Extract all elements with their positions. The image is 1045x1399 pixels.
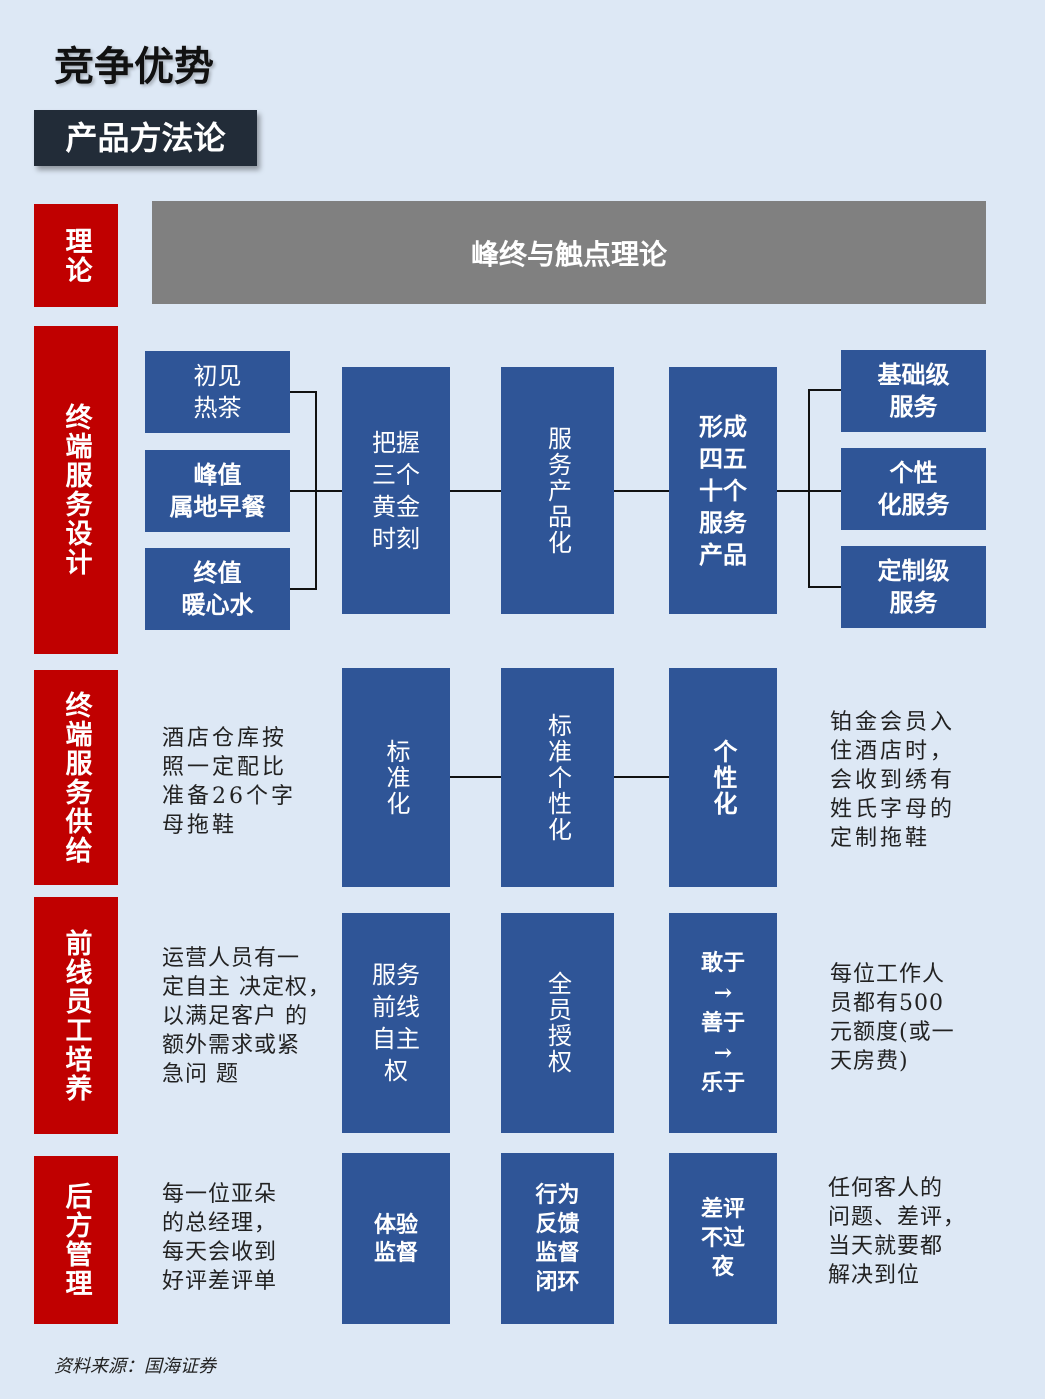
training-right-note: 每位工作人 员都有500 元额度(或一 天房费)	[830, 962, 955, 1074]
connector	[808, 490, 841, 492]
connector	[614, 490, 669, 492]
management-step-3: 差评 不过 夜	[669, 1153, 777, 1324]
design-step-1: 把握 三个 黄金 时刻	[342, 367, 450, 614]
supply-left-note: 酒店仓库按 照一定配比 准备26个字 母拖鞋	[162, 726, 296, 838]
connector	[614, 776, 669, 778]
design-right-item-3: 定制级 服务	[841, 546, 986, 628]
page-title: 竞争优势	[54, 43, 214, 90]
row-label-terminal-supply: 终端服务供给	[34, 670, 118, 885]
supply-step-3: 个性化	[669, 668, 777, 887]
supply-step-1: 标准化	[342, 668, 450, 887]
management-right-note: 任何客人的 问题、差评， 当天就要都 解决到位	[828, 1176, 967, 1288]
management-step-1: 体验 监督	[342, 1153, 450, 1324]
connector	[290, 490, 316, 492]
connector	[808, 586, 841, 588]
management-left-note: 每一位亚朵 的总经理， 每天会收到 好评差评单	[162, 1182, 278, 1294]
source-footer: 资料来源：国海证券	[54, 1356, 216, 1377]
management-step-2: 行为 反馈 监督 闭环	[501, 1153, 614, 1324]
connector	[450, 776, 501, 778]
supply-step-2: 标准个性化	[501, 668, 614, 887]
design-left-item-1: 初见 热茶	[145, 351, 290, 433]
design-step-2: 服务产品化	[501, 367, 614, 614]
connector	[290, 391, 316, 393]
subtitle-badge: 产品方法论	[34, 110, 257, 166]
training-step-2: 全员授权	[501, 913, 614, 1133]
connector	[777, 490, 809, 492]
connector	[290, 588, 316, 590]
row-label-staff-training: 前线员工培养	[34, 897, 118, 1134]
design-right-item-1: 基础级 服务	[841, 350, 986, 432]
training-step-3: 敢于 → 善于 → 乐于	[669, 913, 777, 1133]
supply-right-note: 铂金会员入 住酒店时， 会收到绣有 姓氏字母的 定制拖鞋	[830, 710, 956, 851]
row-label-back-management: 后方管理	[34, 1156, 118, 1324]
connector	[808, 389, 841, 391]
connector	[316, 490, 342, 492]
connector	[450, 490, 501, 492]
theory-bar: 峰终与触点理论	[152, 201, 986, 304]
design-left-item-3: 终值 暖心水	[145, 548, 290, 630]
training-left-note: 运营人员有一 定自主 决定权， 以满足客户 的 额外需求或紧 急问 题	[162, 946, 331, 1087]
training-step-1: 服务 前线 自主 权	[342, 913, 450, 1133]
row-label-terminal-design: 终端服务设计	[34, 326, 118, 654]
design-step-3: 形成 四五 十个 服务 产品	[669, 367, 777, 614]
row-label-theory: 理论	[34, 204, 118, 307]
connector	[808, 389, 810, 587]
design-right-item-2: 个性 化服务	[841, 448, 986, 530]
design-left-item-2: 峰值 属地早餐	[145, 450, 290, 532]
